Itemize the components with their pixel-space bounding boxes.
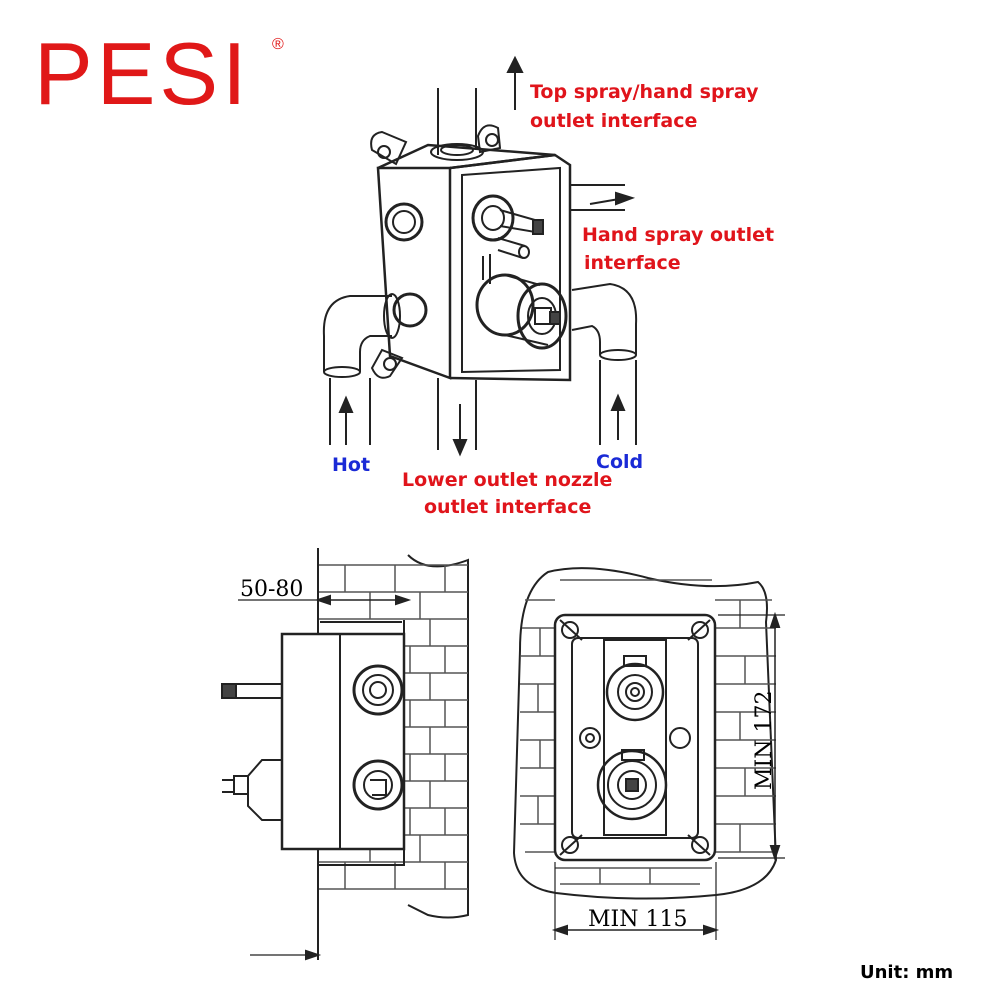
depth-dimension-label: 50-80: [240, 577, 303, 602]
unit-label: Unit: mm: [860, 962, 954, 983]
hand-spray-label-line2: interface: [584, 252, 681, 274]
hot-label: Hot: [332, 454, 371, 476]
brand-logo: PESI: [34, 24, 251, 123]
top-spray-label-line1: Top spray/hand spray: [530, 81, 759, 103]
lower-outlet-label-line2: outlet interface: [424, 496, 592, 518]
front-view: [512, 567, 785, 940]
registered-mark: ®: [272, 36, 284, 53]
top-spray-label-line2: outlet interface: [530, 110, 698, 132]
isometric-valve-view: [322, 55, 638, 457]
width-dimension-label: MIN 115: [588, 907, 687, 932]
side-section-view: [221, 548, 469, 961]
hand-spray-label-line1: Hand spray outlet: [582, 224, 775, 246]
lower-outlet-label-line1: Lower outlet nozzle: [402, 469, 613, 491]
height-dimension-label: MIN 172: [752, 691, 777, 790]
cold-label: Cold: [596, 451, 644, 473]
